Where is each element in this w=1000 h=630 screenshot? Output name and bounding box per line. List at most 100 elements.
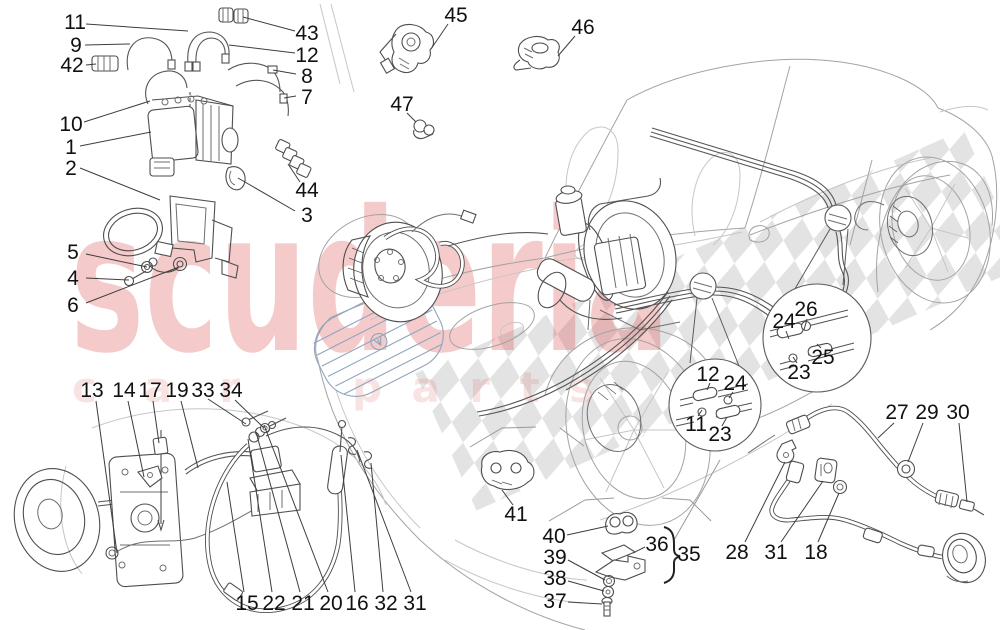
leader-line-24a [785,330,790,340]
callout-31b: 31 [764,541,787,564]
callout-29: 29 [915,401,938,424]
leader-line-41 [501,489,514,506]
parking-cable-28-group [769,460,986,584]
leader-line-23a [792,356,798,364]
callout-22: 22 [262,592,285,615]
callout-32: 32 [374,592,397,615]
callout-28: 28 [725,541,748,564]
callout-11b: 11 [685,413,707,436]
leader-line-43 [242,16,296,32]
leader-line-21 [255,431,301,593]
leader-line-36 [632,546,646,554]
callout-17: 17 [138,379,161,402]
leader-line-39 [567,559,606,581]
leader-line-47 [406,112,417,123]
leader-line-44 [287,163,301,183]
magnifier-left [689,272,740,367]
nut-18 [832,479,848,495]
leader-line-33 [207,398,247,425]
detail-circle-left [668,358,762,452]
bracket-28 [776,439,797,464]
booster-master-cylinder-group [536,177,681,331]
callout-1: 1 [65,136,77,159]
leader-line-27 [877,422,895,439]
grommet-29 [896,459,916,479]
callout-3: 3 [301,204,313,227]
callout-23b: 23 [708,423,731,446]
leader-line-3 [237,177,296,212]
callout-5: 5 [67,241,79,264]
leader-line-13 [95,400,118,554]
callout-37: 37 [543,590,566,613]
backing-plate [108,452,184,588]
callout-43: 43 [295,22,318,45]
callout-24b: 24 [723,372,747,395]
callout-16: 16 [345,592,368,615]
leader-line-37 [567,601,603,605]
callout-39: 39 [543,546,566,569]
leader-line-11b [697,409,703,417]
connector-42 [91,55,119,72]
leader-line-8 [272,69,297,75]
callout-44: 44 [295,179,319,202]
leader-line-31 [356,449,412,593]
callout-4: 4 [67,267,79,290]
leader-line-6 [85,266,180,304]
checker-band [415,129,1000,511]
callout-10: 10 [59,113,82,136]
leader-line-12 [228,44,296,54]
connector-strip-44 [275,139,312,178]
callout-36: 36 [645,533,668,556]
clip-47 [413,119,435,140]
detail-circle-right [762,283,872,393]
callout-24a: 24 [772,310,796,333]
callout-21: 21 [291,592,314,615]
leader-line-45 [430,23,449,50]
callout-12b: 12 [696,363,719,386]
callout-38: 38 [543,567,566,590]
leader-line-26 [803,318,808,331]
leader-line-31b [780,480,824,543]
leader-line-9 [84,43,131,46]
callout-19: 19 [165,379,188,402]
leader-line-16 [340,454,356,593]
callout-35: 35 [677,543,700,566]
callout-9: 9 [70,34,82,57]
callout-30: 30 [946,401,969,424]
callout-6: 6 [67,294,79,317]
leader-line-11 [85,23,189,32]
leader-line-46 [557,35,576,57]
grommet-seal [942,532,986,584]
callout-11: 11 [64,11,86,34]
leader-line-32 [370,462,384,593]
leader-line-1 [79,131,152,147]
callout-15: 15 [235,592,258,615]
callout-20: 20 [319,592,342,615]
brake-hose-15 [205,443,343,614]
leader-line-30 [958,422,968,503]
pedal-switch-45 [379,23,435,74]
brake-hose-16-group [265,419,373,495]
callout-12: 12 [295,44,318,67]
leader-line-38 [567,580,605,592]
junction-manifold-group [184,410,301,517]
grille [313,286,444,397]
callout-23a: 23 [787,361,810,384]
callout-46: 46 [571,16,594,39]
leader-line-28 [744,461,786,543]
callout-41: 41 [504,503,527,526]
switch-46 [513,35,560,71]
leader-line-14 [127,400,145,478]
callout-7: 7 [301,86,313,109]
leader-line-23b [721,416,728,427]
leader-line-25 [816,343,822,349]
leader-line-20 [263,424,329,593]
callout-45: 45 [444,4,467,27]
abs-bracket-group [103,166,246,287]
leader-line-29 [907,422,924,463]
callout-13: 13 [80,379,103,402]
leader-line-2 [79,167,161,201]
